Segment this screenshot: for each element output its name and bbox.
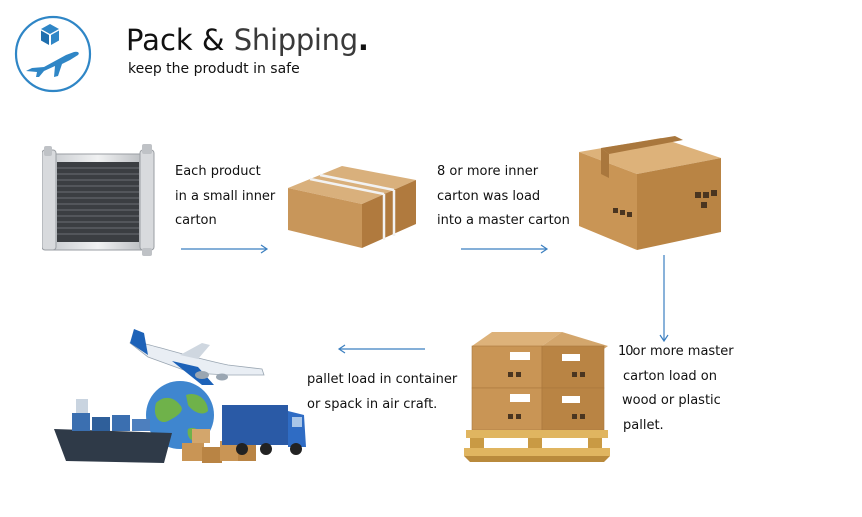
step1-line1: Each product <box>175 164 261 179</box>
step3-line1: 10or more master <box>618 340 734 365</box>
airplane-icon <box>129 329 265 385</box>
step3-line4: pallet. <box>623 417 664 433</box>
step3-caption: 10or more master carton load on wood or … <box>618 340 734 438</box>
box-airplane-icon <box>14 15 92 93</box>
page-title: Pack & Shipping. <box>126 22 369 58</box>
step2-line2: carton was load <box>437 188 541 204</box>
master-carton-image <box>579 136 721 250</box>
arrow-right-1 <box>181 244 269 254</box>
airplane-icon <box>26 51 79 77</box>
cargo-ship-icon <box>54 399 172 463</box>
title-word-shipping: Shipping <box>233 23 358 57</box>
radiator-image <box>42 144 155 256</box>
cube-icon <box>41 24 59 45</box>
step3-line2: carton load on <box>623 368 717 384</box>
step3-line1-text: or more master <box>632 344 734 359</box>
step3-line3: wood or plastic <box>622 393 721 408</box>
arrow-left <box>337 344 425 354</box>
arrow-right-2 <box>461 244 549 254</box>
step2-line1: 8 or more inner <box>437 164 539 179</box>
title-ampersand: & <box>201 23 225 57</box>
step1-line3: carton <box>175 213 217 228</box>
truck-icon <box>222 405 306 455</box>
title-word-pack: Pack <box>126 23 193 57</box>
page-subtitle: keep the produdt in safe <box>128 61 300 77</box>
step3-count: 10 <box>618 344 634 359</box>
step4-line1: pallet load in container <box>307 372 458 387</box>
step1-caption: Each product in a small inner carton <box>175 160 275 234</box>
pallet-image <box>464 332 610 462</box>
step4-line2: or spack in air craft. <box>307 396 438 412</box>
step1-line2: in a small inner <box>175 188 276 204</box>
inner-carton-image <box>288 166 416 248</box>
step4-caption: pallet load in container or spack in air… <box>307 368 457 417</box>
step2-line3: into a master carton <box>437 213 570 228</box>
transport-collage-image <box>54 329 306 463</box>
step2-caption: 8 or more inner carton was load into a m… <box>437 160 570 234</box>
title-dot: . <box>357 23 369 57</box>
arrow-down <box>659 255 669 343</box>
